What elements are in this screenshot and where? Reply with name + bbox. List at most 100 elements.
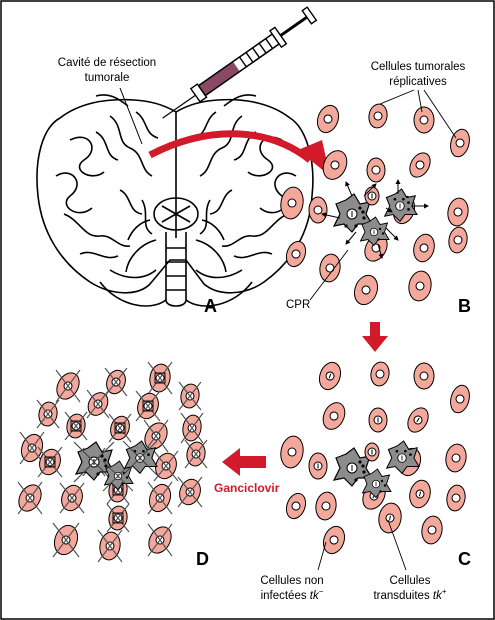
dead-cell-cross (108, 413, 132, 443)
dead-cell-cross (97, 529, 123, 563)
tumor-cell (413, 106, 435, 134)
transfer-arrow (345, 181, 353, 197)
tumor-cell (322, 402, 346, 430)
transfer-arrow (385, 227, 399, 241)
replicative-label-line1: Cellules tumorales (371, 61, 466, 73)
producer-cell (73, 441, 116, 483)
transduced-label-line1: Cellules (390, 575, 431, 587)
dead-cell-cross (180, 412, 204, 444)
panel-c-cells (280, 361, 470, 555)
dead-cell-cross (178, 381, 202, 411)
dead-cell-cross (52, 522, 80, 558)
tumor-cell (316, 104, 340, 134)
panel-label-d: D (196, 549, 209, 569)
tumor-cell (446, 484, 466, 512)
tumor-cell (318, 361, 342, 391)
dead-cell-cross (143, 419, 169, 453)
tumor-cell (308, 196, 328, 224)
tumor-cell (364, 186, 380, 206)
panel-label-c: C (458, 549, 471, 569)
dead-cell-cross (147, 523, 173, 557)
transfer-arrow (385, 207, 393, 213)
dead-cell-cross (59, 482, 85, 514)
tumor-cell (322, 150, 348, 180)
producer-cell (332, 193, 374, 233)
tumor-cell (319, 253, 341, 283)
producer-cell (385, 440, 420, 475)
dead-cell-cross (106, 503, 130, 533)
tumor-cell (447, 197, 469, 227)
cavity-leader-line (119, 87, 143, 145)
dying-marker (70, 420, 82, 432)
syringe-illustration (162, 6, 318, 119)
dead-cell-cross (64, 411, 88, 441)
dying-marker (154, 372, 166, 384)
dead-cell-cross (55, 369, 81, 403)
tumor-cell (353, 274, 379, 306)
tumor-cell (322, 525, 346, 555)
producer-cell (332, 447, 374, 487)
tumor-cell (408, 270, 432, 302)
dead-cell-cross (147, 481, 173, 515)
tumor-cell (445, 443, 467, 473)
noninfected-label-line1: Cellules non (260, 575, 323, 587)
cpr-leader-line (309, 249, 349, 301)
tumor-cell (315, 491, 337, 521)
replicative-leader-lines (379, 89, 457, 139)
cavity-label-line1: Cavité de résection (58, 57, 156, 69)
tumor-cell (448, 226, 468, 254)
dead-cell-cross (135, 390, 161, 422)
tumor-cell (378, 502, 402, 534)
brain-illustration (36, 94, 314, 307)
injection-arrow (148, 130, 313, 163)
down-arrow (362, 322, 388, 352)
dead-cell-cross (177, 476, 203, 508)
producer-cell (122, 440, 158, 476)
cpr-label: CPR (286, 299, 310, 311)
tumor-cell (285, 492, 307, 520)
tumor-cell (413, 233, 435, 263)
dying-marker (44, 456, 56, 468)
noninfected-leader-line (317, 541, 327, 571)
tumor-cell (450, 384, 470, 414)
replicative-label-line2: réplicatives (389, 76, 447, 88)
transfer-arrow (377, 243, 384, 259)
tumor-cell (413, 362, 435, 390)
tumor-cell (280, 186, 304, 220)
panel-b-cells (280, 103, 470, 306)
dying-marker (114, 422, 126, 434)
ganciclovir-arrow (222, 448, 266, 476)
tumor-cell (421, 515, 443, 545)
transduced-leader-line (387, 519, 407, 571)
dead-cell-cross (36, 399, 60, 429)
dead-cell-cross (19, 431, 45, 465)
tumor-cell (409, 152, 431, 178)
cavity-label-line2: tumorale (85, 72, 130, 84)
tumor-cell (308, 452, 328, 480)
panel-label-a: A (204, 296, 217, 316)
transfer-arrow (321, 212, 341, 219)
dead-cell-cross (17, 481, 43, 515)
injection-arrowhead (298, 140, 330, 176)
dying-marker (142, 400, 154, 412)
producer-cell (359, 216, 390, 247)
dead-cell-cross (37, 446, 63, 478)
ganciclovir-label: Ganciclovir (214, 481, 280, 495)
tumor-cell (366, 157, 386, 183)
tumor-cell (285, 240, 307, 268)
dead-cell-cross (86, 389, 110, 419)
tumor-cell (407, 407, 429, 433)
tumor-cell (409, 479, 431, 509)
dying-marker (112, 512, 124, 524)
dead-cell-cross (184, 439, 208, 469)
transduced-label-line2: transduites tk+ (373, 587, 446, 602)
tumor-cell (368, 407, 388, 433)
transfer-arrow (363, 183, 377, 197)
producer-cell (383, 188, 418, 223)
dead-cell-cross (153, 450, 179, 482)
tumor-cell (364, 442, 380, 462)
tumor-cell (280, 435, 304, 469)
panel-d-cells (17, 361, 208, 563)
